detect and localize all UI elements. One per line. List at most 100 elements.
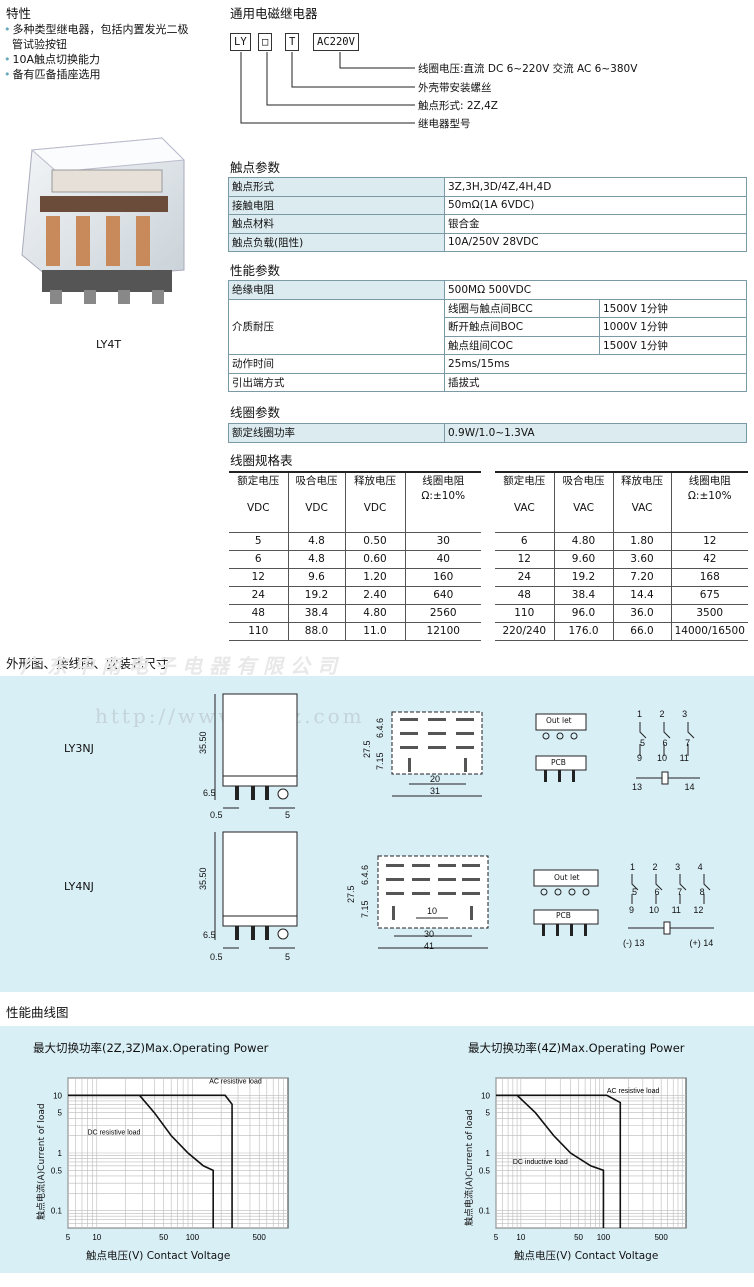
relay-photo: [21, 137, 186, 304]
x-tick-label: 500: [253, 1233, 267, 1242]
table-cell: 48: [229, 604, 289, 623]
ly4-w1: 30: [424, 929, 435, 939]
ly3-height: 35.50: [198, 731, 208, 754]
ly4-pcb-label: PCB: [556, 911, 571, 920]
table-cell: 38.4: [288, 604, 346, 623]
y-tick-label: 10: [53, 1091, 62, 1100]
y-tick-label: 5: [486, 1109, 491, 1118]
order-note-model: 继电器型号: [418, 118, 471, 130]
order-note-contact: 触点形式: 2Z,4Z: [418, 100, 498, 112]
table-cell: 96.0: [554, 604, 614, 623]
table-cell: 1.20: [345, 568, 406, 587]
ly3-p2: 5: [285, 810, 291, 820]
table-cell: 14.4: [613, 586, 672, 605]
ly3-outlet-pcb-icon: [535, 713, 587, 782]
y-tick-label: 1: [486, 1149, 491, 1158]
curve-right-xlabel: 触点电压(V) Contact Voltage: [514, 1250, 659, 1262]
table-cell: 9.60: [554, 550, 614, 569]
table-cell: 5: [229, 532, 289, 551]
x-tick-label: 10: [516, 1233, 525, 1242]
table-cell: 66.0: [613, 622, 672, 641]
ac-load-curve: [496, 1094, 622, 1228]
table-cell: 675: [671, 586, 748, 605]
table-cell: 3.60: [613, 550, 672, 569]
ly4-p1: 0.5: [210, 952, 223, 962]
table-cell: 12: [495, 550, 555, 569]
ly3-wire-coil: 13 14: [632, 782, 695, 792]
order-box-screw: T: [285, 33, 300, 51]
order-note-screw: 外壳带安装螺丝: [418, 82, 492, 94]
feature-item: •多种类型继电器，包括内置发光二极: [4, 23, 189, 36]
ly4-c: 6.4.6: [360, 864, 370, 885]
ly4-a: 27.5: [346, 885, 356, 903]
ac-load-label: AC resistive load: [209, 1079, 262, 1086]
table-cell: 4.80: [554, 532, 614, 551]
table-cell: 12: [229, 568, 289, 587]
feature-item: •备有匹备插座选用: [4, 68, 101, 81]
spec-title: 线圈规格表: [230, 453, 293, 468]
table-cell: 24: [495, 568, 555, 587]
table-cell: 9.6: [288, 568, 346, 587]
table-cell: 12: [671, 532, 748, 551]
coil-title: 线圈参数: [230, 405, 281, 420]
ly3-pcb-label: PCB: [551, 758, 566, 767]
y-tick-label: 0.1: [479, 1207, 491, 1216]
y-tick-label: 0.1: [51, 1207, 63, 1216]
table-cell: 88.0: [288, 622, 346, 641]
ly3-side-view: [214, 693, 298, 809]
ly3-pin: 6.5: [203, 788, 216, 798]
order-box-voltage: AC220V: [313, 33, 359, 51]
ly4-height: 35.50: [198, 867, 208, 890]
x-tick-label: 100: [597, 1233, 611, 1242]
table-cell: 0.50: [345, 532, 406, 551]
ly3-a: 27.5: [362, 740, 372, 758]
ac-load-curve: [68, 1094, 233, 1228]
photo-caption: LY4T: [96, 338, 122, 351]
x-tick-label: 10: [92, 1233, 101, 1242]
ly3-c: 6.4.6: [375, 717, 385, 738]
table-cell: 110: [229, 622, 289, 641]
table-cell: 220/240: [495, 622, 555, 641]
y-tick-label: 0.5: [51, 1166, 63, 1175]
y-tick-label: 5: [58, 1109, 63, 1118]
ly4-outlet-label: Out let: [554, 873, 580, 882]
ly3-wire-bot: 9 10 11: [637, 753, 689, 763]
table-cell: 160: [405, 568, 481, 587]
dc-load-label: DC inductive load: [513, 1159, 568, 1166]
ly4-side-view: [214, 831, 298, 949]
ly4-wire-mid: 5 6 7 8: [632, 887, 705, 897]
table-cell: 4.80: [345, 604, 406, 623]
ly3-w2: 31: [430, 786, 441, 796]
perf-title: 性能参数: [230, 263, 281, 278]
table-cell: 4.8: [288, 550, 346, 569]
table-cell: 40: [405, 550, 481, 569]
table-cell: 0.60: [345, 550, 406, 569]
x-tick-label: 5: [494, 1233, 499, 1242]
ly4-outlet-pcb-icon: [533, 869, 599, 936]
ac-load-label: AC resistive load: [607, 1088, 660, 1095]
table-cell: 176.0: [554, 622, 614, 641]
outline-panel: [0, 676, 754, 992]
ly3-wire-mid: 5 6 7: [640, 738, 691, 748]
dc-load-label: DC resistive load: [88, 1129, 141, 1136]
order-box-model: LY: [230, 33, 251, 51]
contact-title: 触点参数: [230, 160, 281, 175]
dc-load-curve: [496, 1094, 605, 1228]
table-cell: 4.8: [288, 532, 346, 551]
ly4-p2: 5: [285, 952, 291, 962]
ly3-label: LY3NJ: [64, 742, 94, 755]
ly4-wire-bot: 9 10 11 12: [629, 905, 704, 915]
